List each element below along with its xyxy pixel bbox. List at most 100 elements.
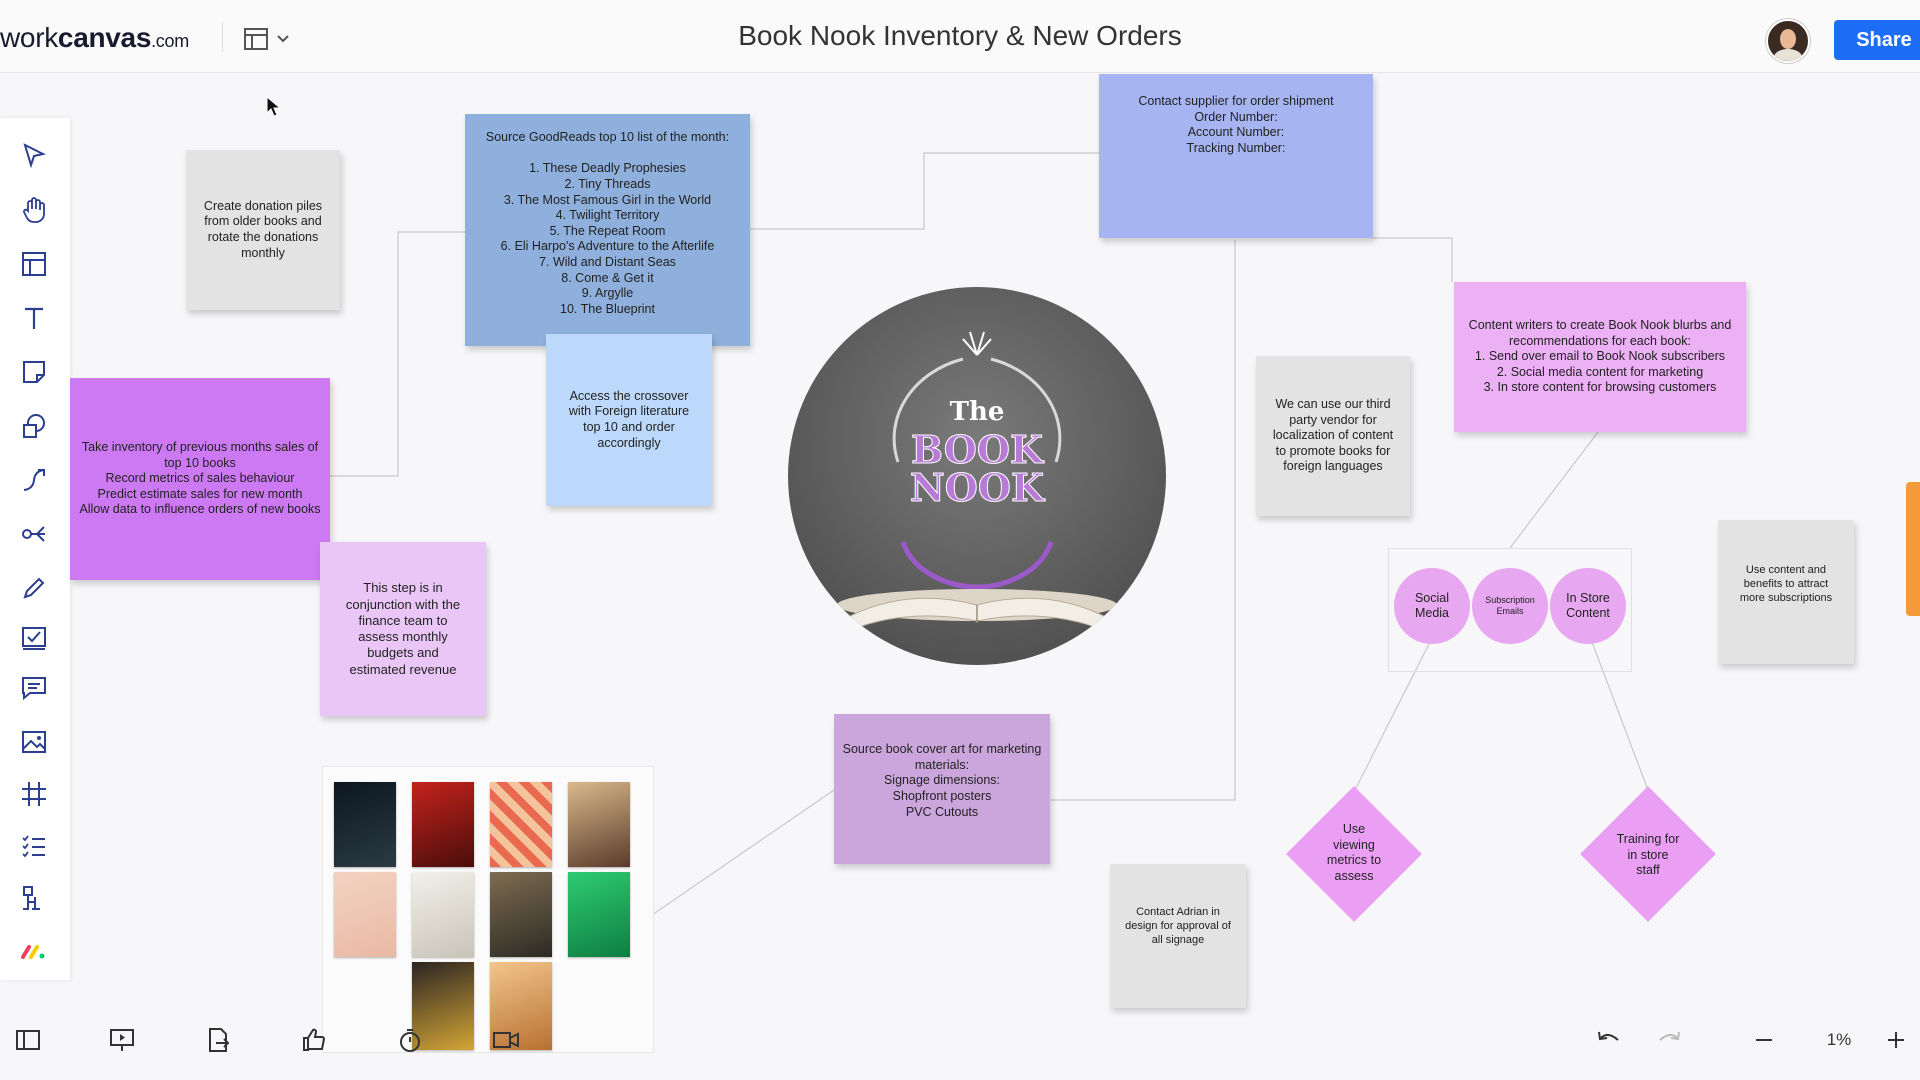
checklist-icon <box>22 627 46 650</box>
present-button[interactable] <box>104 1022 140 1058</box>
connector-tool[interactable] <box>14 460 54 500</box>
note-vendor-text: We can use our third party vendor for lo… <box>1272 396 1394 474</box>
left-toolbar <box>0 118 70 980</box>
layout-menu-button[interactable] <box>242 24 294 54</box>
note-goodreads[interactable]: Source GoodReads top 10 list of the mont… <box>465 114 750 346</box>
frame-icon <box>22 782 46 806</box>
zoom-out-button[interactable] <box>1746 1022 1782 1058</box>
note-subscriptions-text: Use content and benefits to attract more… <box>1739 564 1833 604</box>
undo-button[interactable] <box>1590 1022 1626 1058</box>
mindmap-tool[interactable] <box>14 514 54 554</box>
book-cover-image[interactable] <box>334 782 396 867</box>
redo-icon <box>1659 1031 1680 1041</box>
note-cover-art[interactable]: Source book cover art for marketing mate… <box>834 714 1050 864</box>
side-panel-tab[interactable] <box>1906 482 1920 616</box>
app-logo[interactable]: workcanvas.com <box>0 22 189 54</box>
frame-tool[interactable] <box>14 774 54 814</box>
video-button[interactable] <box>488 1022 524 1058</box>
note-crossover-text: Access the crossover with Foreign litera… <box>568 388 690 450</box>
circle-subscription-emails-text: Subscription Emails <box>1485 595 1535 616</box>
share-button[interactable]: Share <box>1834 20 1920 60</box>
circle-social-media-text: Social Media <box>1414 591 1450 620</box>
redo-button[interactable] <box>1652 1022 1688 1058</box>
shapes-tool[interactable] <box>14 406 54 446</box>
video-camera-icon <box>493 1032 519 1048</box>
comment-tool[interactable] <box>14 668 54 708</box>
circle-social-media[interactable]: Social Media <box>1394 568 1470 644</box>
note-finance[interactable]: This step is in conjunction with the fin… <box>320 542 486 716</box>
note-adrian-text: Contact Adrian in design for approval of… <box>1125 906 1231 946</box>
hand-tool[interactable] <box>14 190 54 230</box>
note-crossover[interactable]: Access the crossover with Foreign litera… <box>546 334 712 506</box>
note-subscriptions[interactable]: Use content and benefits to attract more… <box>1718 520 1854 664</box>
comment-icon <box>22 677 46 701</box>
book-cover-image[interactable] <box>412 782 474 867</box>
layout-icon <box>244 28 268 50</box>
checklist-tool[interactable] <box>14 618 54 658</box>
select-tool[interactable] <box>14 136 54 176</box>
list-icon <box>22 835 45 858</box>
mindmap-icon <box>22 526 45 542</box>
integrations-tool[interactable] <box>14 930 54 970</box>
timer-button[interactable] <box>392 1022 428 1058</box>
sticky-note-tool[interactable] <box>14 352 54 392</box>
logo-book-text: BOOK <box>910 427 1044 473</box>
book-cover-image[interactable] <box>334 872 396 957</box>
org-chart-tool[interactable] <box>14 878 54 918</box>
note-supplier[interactable]: Contact supplier for order shipment Orde… <box>1099 74 1373 238</box>
undo-icon <box>1598 1031 1619 1041</box>
hand-icon <box>23 197 45 223</box>
template-tool[interactable] <box>14 244 54 284</box>
image-tool[interactable] <box>14 722 54 762</box>
thumbs-up-icon <box>303 1028 326 1051</box>
monday-logo-icon <box>21 945 45 959</box>
note-supplier-text: Contact supplier for order shipment Orde… <box>1138 94 1334 155</box>
header-divider <box>222 22 223 52</box>
note-adrian[interactable]: Contact Adrian in design for approval of… <box>1110 864 1246 1008</box>
logo-prefix: work <box>0 22 58 53</box>
toggle-panel-button[interactable] <box>10 1022 46 1058</box>
note-donation[interactable]: Create donation piles from older books a… <box>186 150 340 310</box>
avatar[interactable] <box>1766 19 1810 63</box>
circle-subscription-emails[interactable]: Subscription Emails <box>1472 568 1548 644</box>
minus-icon <box>1756 1039 1772 1041</box>
presentation-icon <box>110 1029 134 1051</box>
pen-tool[interactable] <box>14 568 54 608</box>
note-content-writers[interactable]: Content writers to create Book Nook blur… <box>1454 282 1746 432</box>
pen-icon <box>23 577 45 599</box>
book-cover-image[interactable] <box>490 782 552 867</box>
book-cover-image[interactable] <box>412 962 474 1050</box>
sidebar-icon <box>16 1030 40 1050</box>
book-cover-image[interactable] <box>490 872 552 957</box>
book-nook-logo-image[interactable]: The BOOK NOOK <box>788 287 1166 665</box>
note-goodreads-text: Source GoodReads top 10 list of the mont… <box>485 130 730 316</box>
floral-wreath-icon <box>837 331 1117 632</box>
export-button[interactable] <box>200 1022 236 1058</box>
book-cover-image[interactable] <box>568 872 630 957</box>
diamond-training-text: Training for in store staff <box>1616 832 1680 878</box>
mouse-cursor-icon <box>266 96 282 117</box>
book-cover-image[interactable] <box>412 872 474 957</box>
circle-in-store-content-text: In Store Content <box>1566 591 1610 620</box>
circle-group-frame <box>1388 548 1632 672</box>
pointer-icon <box>23 143 46 169</box>
zoom-level[interactable]: 1% <box>1826 1030 1852 1049</box>
zoom-in-button[interactable] <box>1878 1022 1914 1058</box>
note-inventory[interactable]: Take inventory of previous months sales … <box>70 378 330 580</box>
text-tool[interactable] <box>14 298 54 338</box>
text-icon <box>25 307 43 329</box>
book-cover-image[interactable] <box>568 782 630 867</box>
note-donation-text: Create donation piles from older books a… <box>203 198 323 260</box>
logo-bold: canvas <box>57 22 152 53</box>
template-icon <box>22 252 46 276</box>
note-finance-text: This step is in conjunction with the fin… <box>345 580 461 677</box>
note-vendor[interactable]: We can use our third party vendor for lo… <box>1256 356 1410 516</box>
shapes-icon <box>23 414 45 438</box>
book-cover-image[interactable] <box>490 962 552 1050</box>
logo-suffix: .com <box>151 31 189 51</box>
logo-nook-text: NOOK <box>910 465 1045 511</box>
vote-button[interactable] <box>296 1022 332 1058</box>
circle-in-store-content[interactable]: In Store Content <box>1550 568 1626 644</box>
list-tool[interactable] <box>14 826 54 866</box>
